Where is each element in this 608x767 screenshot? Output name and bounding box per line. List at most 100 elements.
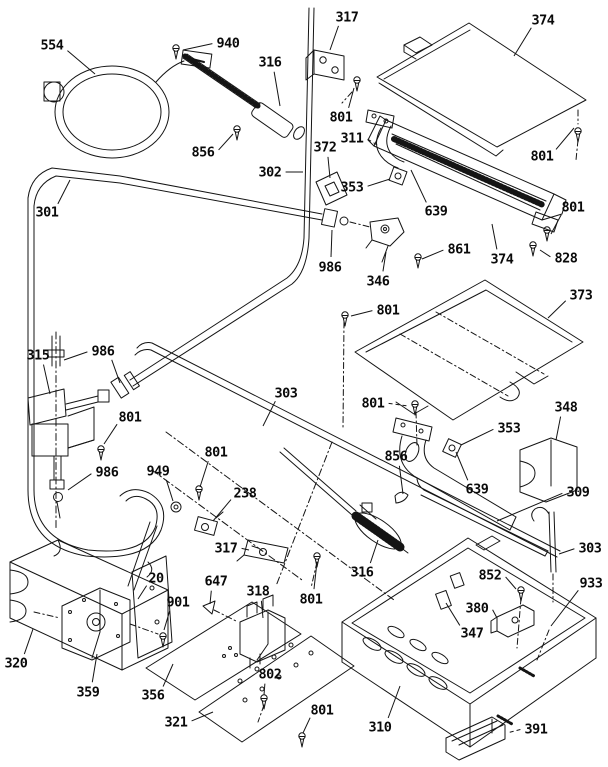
leader-line — [42, 364, 51, 395]
leader-line — [369, 539, 379, 564]
part-label-901: 901 — [167, 595, 190, 611]
part-label-801: 801 — [300, 592, 323, 608]
part-label-372: 372 — [314, 140, 337, 156]
part-label-353: 353 — [341, 180, 364, 196]
part-label-373: 373 — [570, 288, 593, 304]
leader-line — [57, 179, 71, 205]
part-label-320: 320 — [5, 656, 28, 672]
leader-line — [67, 50, 96, 75]
leader-line — [388, 402, 409, 407]
broil-burner-assembly — [315, 109, 567, 233]
part-label-317: 317 — [336, 10, 359, 26]
leader-line — [460, 428, 494, 446]
leader-line — [111, 359, 121, 384]
clamp-238 — [151, 469, 303, 581]
leader-line — [137, 585, 148, 600]
part-label-802: 802 — [259, 667, 282, 683]
leader-line — [330, 229, 333, 258]
plate-20 — [131, 555, 173, 659]
leader-line — [555, 416, 562, 441]
leader-line — [387, 685, 401, 719]
bracket-317-mid — [236, 539, 289, 564]
tube-309 — [416, 478, 549, 557]
part-label-940: 940 — [217, 36, 240, 52]
screw-828 — [529, 241, 537, 257]
screw-801-a — [353, 76, 361, 92]
leader-line — [162, 663, 174, 687]
part-label-856: 856 — [192, 145, 215, 161]
leader-line — [455, 451, 469, 481]
clip-647 — [202, 600, 239, 623]
leader-line — [547, 300, 567, 319]
part-label-986: 986 — [319, 260, 342, 276]
leader-line — [350, 310, 373, 317]
part-label-933: 933 — [580, 576, 603, 592]
leader-line — [218, 133, 234, 151]
leader-line — [398, 465, 404, 495]
leader-line — [348, 87, 355, 109]
part-label-801: 801 — [362, 396, 385, 412]
leader-line — [191, 711, 214, 722]
part-label-311: 311 — [341, 131, 364, 147]
igniter-cable-554 — [43, 49, 213, 159]
screw-801-d — [341, 311, 349, 327]
leader-line — [262, 400, 276, 427]
part-label-238: 238 — [234, 486, 257, 502]
leader-line — [212, 499, 232, 522]
diagram-line-art — [9, 7, 597, 761]
part-label-356: 356 — [142, 688, 165, 704]
part-label-861: 861 — [448, 242, 471, 258]
leader-line — [555, 127, 575, 150]
leader-line — [313, 561, 318, 590]
part-label-374: 374 — [491, 252, 514, 268]
part-label-309: 309 — [567, 485, 590, 501]
leader-line — [103, 423, 118, 445]
leader-line — [550, 214, 562, 235]
part-label-316: 316 — [351, 565, 374, 581]
bracket-380 — [490, 604, 535, 638]
leader-line — [302, 717, 311, 734]
screw-861 — [414, 253, 422, 269]
manifold-pipe-303 — [134, 342, 561, 558]
screw-801-g — [195, 485, 203, 501]
bake-burner-639 — [392, 417, 517, 531]
leader-line — [199, 460, 209, 488]
leader-line — [539, 249, 551, 258]
leader-line — [329, 25, 339, 51]
part-label-301: 301 — [36, 205, 59, 221]
cover-348 — [519, 437, 578, 503]
part-label-317: 317 — [215, 541, 238, 557]
plate-356 — [145, 601, 302, 701]
leader-line — [327, 156, 331, 179]
part-label-801: 801 — [311, 703, 334, 719]
leader-line — [496, 492, 563, 522]
deflector-panel-374 — [376, 22, 587, 161]
part-label-852: 852 — [479, 568, 502, 584]
electrode-316-top — [182, 53, 305, 140]
part-label-380: 380 — [466, 601, 489, 617]
leader-line — [209, 590, 212, 605]
part-label-801: 801 — [531, 149, 554, 165]
screw-801-f — [97, 445, 105, 461]
grommet-949 — [170, 501, 182, 513]
leader-line — [163, 610, 171, 631]
safety-valve-315 — [27, 331, 140, 529]
part-label-801: 801 — [330, 110, 353, 126]
screw-axis — [310, 561, 318, 589]
part-label-986: 986 — [92, 344, 115, 360]
bracket-317-top — [305, 49, 353, 104]
leader-line — [506, 729, 521, 734]
screw-801-i — [298, 732, 306, 748]
supply-tube-302 — [129, 7, 315, 387]
part-label-348: 348 — [555, 400, 578, 416]
leader-line — [492, 609, 498, 619]
leader-line — [263, 683, 266, 696]
leader-line — [421, 249, 444, 260]
screw-940 — [172, 44, 180, 60]
part-label-391: 391 — [525, 722, 548, 738]
block-391 — [445, 716, 506, 761]
leader-line — [505, 576, 517, 590]
